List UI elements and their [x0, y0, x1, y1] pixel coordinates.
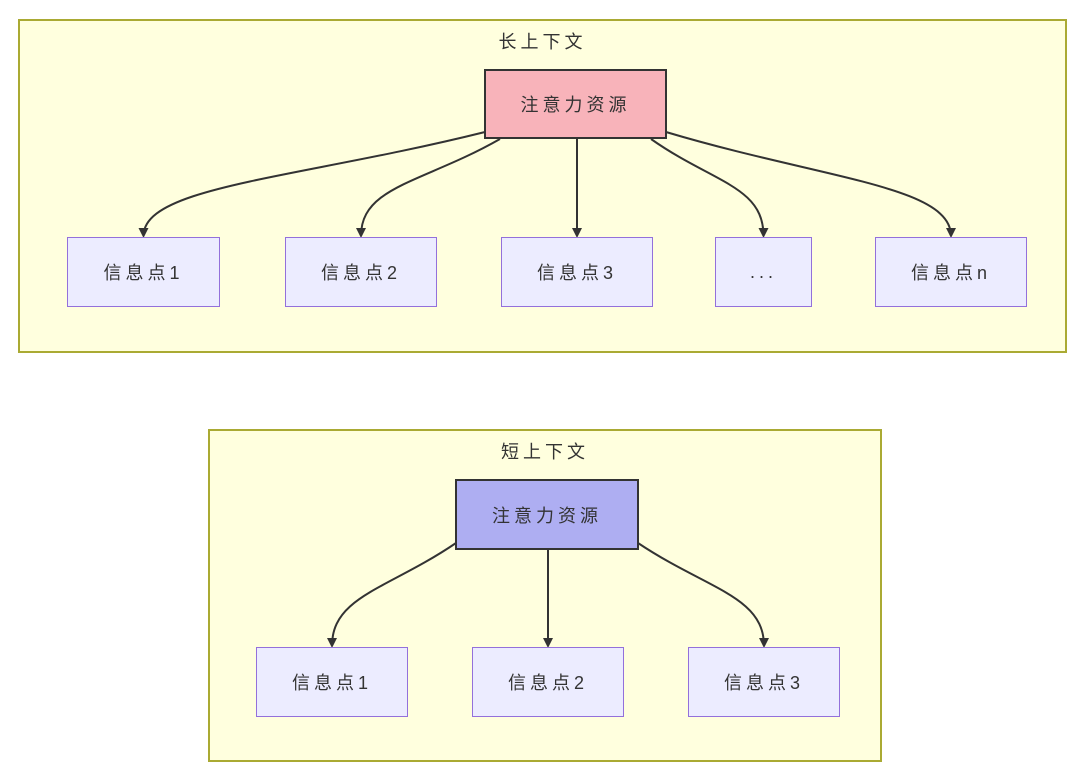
- edge-arrow: [356, 138, 501, 238]
- info-point-node: 信息点1: [256, 647, 408, 717]
- info-point-label: ...: [749, 261, 777, 282]
- subgraph-title-long-context: 长上下文: [498, 32, 587, 52]
- info-point-node: 信息点2: [472, 647, 624, 717]
- subgraph-short-context: 短上下文 注意力资源 信息点1 信息点2 信息点3: [208, 429, 882, 762]
- attention-resource-label: 注意力资源: [492, 505, 602, 526]
- attention-resource-label: 注意力资源: [520, 95, 631, 115]
- info-point-node: 信息点3: [501, 237, 653, 307]
- subgraph-long-context: 长上下文 注意力资源 信息点1 信息点2 信息点3... 信息点n: [18, 19, 1067, 353]
- info-point-node: 信息点n: [875, 237, 1027, 307]
- info-point-label: 信息点n: [910, 263, 991, 283]
- edge-arrow: [650, 138, 769, 238]
- edge-arrow: [665, 131, 956, 238]
- info-point-node: 信息点1: [67, 237, 220, 307]
- attention-resource-node-short: 注意力资源: [455, 479, 639, 550]
- info-point-node: ...: [715, 237, 812, 307]
- info-point-label: 信息点3: [723, 673, 804, 693]
- info-point-label: 信息点2: [507, 673, 588, 693]
- info-point-node: 信息点2: [285, 237, 437, 307]
- edge-arrow: [637, 542, 769, 648]
- info-point-label: 信息点1: [291, 673, 372, 693]
- edge-arrow: [138, 131, 486, 238]
- subgraph-title-short-context: 短上下文: [501, 442, 589, 462]
- edge-arrow: [327, 542, 457, 648]
- info-point-node: 信息点3: [688, 647, 840, 717]
- info-point-label: 信息点3: [536, 263, 617, 283]
- attention-resource-node-long: 注意力资源: [484, 69, 667, 139]
- info-point-label: 信息点2: [320, 263, 401, 283]
- info-point-label: 信息点1: [103, 263, 184, 283]
